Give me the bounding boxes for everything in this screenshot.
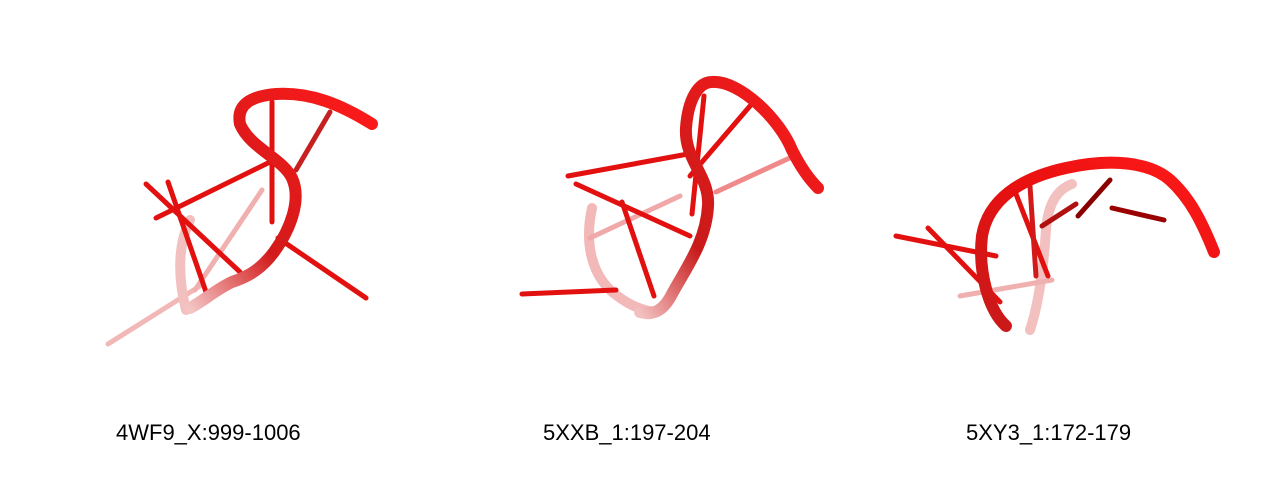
structure-label: 4WF9_X:999-1006 (116, 420, 301, 445)
rna-structure-image-3 (893, 156, 1220, 335)
structure-panel-3: 5XY3_1:172-179 (860, 0, 1280, 480)
structure-label: 5XXB_1:197-204 (543, 420, 711, 445)
structure-panel-2: 5XXB_1:197-204 (440, 0, 860, 480)
rna-structure-image-1 (105, 87, 378, 347)
structure-panel-1: 4WF9_X:999-1006 (0, 0, 440, 480)
rna-structure-image-2 (519, 76, 824, 320)
structure-label: 5XY3_1:172-179 (966, 420, 1132, 445)
